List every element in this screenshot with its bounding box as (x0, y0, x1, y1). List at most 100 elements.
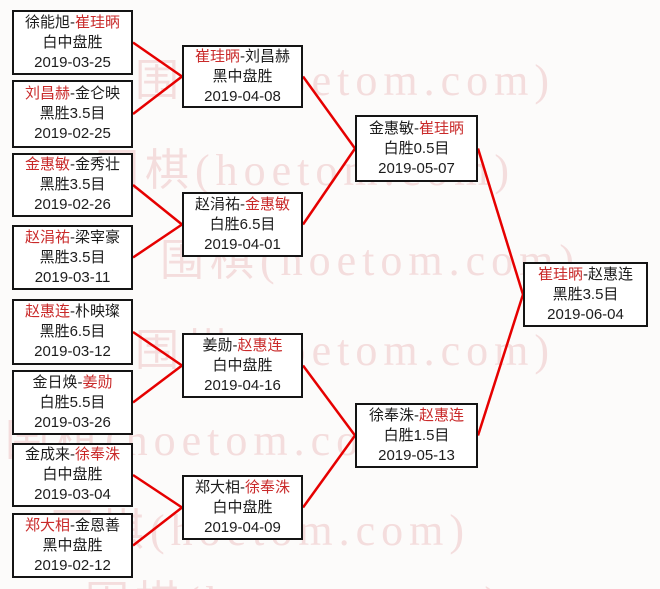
match-box: 崔珪昞-刘昌赫黑中盘胜 2019-04-08 (182, 45, 303, 108)
connector-line (476, 148, 525, 295)
match-result: 白中盘胜 (42, 33, 103, 51)
connector-line (132, 473, 183, 509)
match-date: 2019-03-25 (34, 53, 111, 71)
winner-name: 崔珪昞 (418, 119, 464, 137)
match-date: 2019-02-26 (34, 196, 111, 213)
winner-name: 刘昌赫 (24, 85, 70, 102)
connector-line (132, 223, 183, 259)
player-name: 郑大相- (194, 478, 245, 496)
match-date: 2019-03-12 (34, 343, 111, 360)
match-date: 2019-04-16 (204, 376, 281, 394)
connector-line (132, 364, 183, 404)
match-box: 徐能旭-崔珪昞白中盘胜 2019-03-25 (12, 10, 133, 75)
winner-name: 赵涓祐 (24, 228, 70, 246)
connector-line (301, 75, 357, 150)
watermark-text: 围棋(hoetom.com) (85, 566, 505, 589)
match-result: 白胜5.5目 (39, 393, 106, 411)
winner-name: 徐奉洙 (244, 478, 290, 496)
match-date: 2019-03-11 (34, 268, 111, 286)
match-result: 黑胜6.5目 (39, 323, 106, 340)
player-name: -金仑映 (70, 85, 120, 102)
winner-name: 徐奉洙 (74, 446, 120, 463)
match-players: 金惠敏-金秀壮 (25, 155, 120, 175)
match-result: 黑胜3.5目 (39, 248, 106, 266)
player-name: 徐能旭- (24, 13, 75, 31)
match-date: 2019-04-01 (204, 235, 281, 253)
winner-name: 赵惠连 (24, 303, 70, 320)
connector-line (132, 184, 183, 226)
match-players: 郑大相-徐奉洙 (195, 478, 290, 498)
player-name: 徐奉洙- (368, 406, 419, 424)
match-date: 2019-03-26 (34, 413, 111, 431)
match-date: 2019-04-08 (204, 87, 281, 105)
match-players: 崔珪昞-刘昌赫 (195, 47, 290, 67)
player-name: 姜勋- (202, 336, 238, 354)
connector-line (301, 364, 357, 437)
match-date: 2019-06-04 (547, 305, 624, 323)
match-box: 刘昌赫-金仑映黑胜3.5目 2019-02-25 (12, 80, 133, 148)
match-result: 黑胜3.5目 (552, 285, 619, 303)
match-date: 2019-03-04 (34, 486, 111, 503)
match-date: 2019-02-12 (34, 556, 111, 574)
match-result: 白中盘胜 (42, 466, 103, 483)
match-box: 赵惠连-朴映璨黑胜6.5目 2019-03-12 (12, 299, 133, 365)
connector-line (476, 294, 525, 436)
winner-name: 赵惠连 (237, 336, 283, 354)
winner-name: 金惠敏 (24, 156, 70, 173)
match-players: 徐奉洙-赵惠连 (369, 406, 464, 426)
match-players: 赵涓祐-梁宰豪 (25, 228, 120, 248)
match-players: 金成来-徐奉洙 (25, 445, 120, 465)
match-players: 赵惠连-朴映璨 (25, 302, 120, 322)
player-name: 金成来- (24, 446, 75, 463)
connector-line (132, 41, 183, 78)
match-result: 黑胜3.5目 (39, 105, 106, 122)
match-players: 金惠敏-崔珪昞 (369, 119, 464, 139)
player-name: -梁宰豪 (70, 228, 120, 246)
match-players: 崔珪昞-赵惠连 (538, 265, 633, 285)
connector-line (132, 75, 183, 115)
match-date: 2019-02-25 (34, 125, 111, 142)
player-name: -金秀壮 (70, 156, 120, 173)
match-date: 2019-05-13 (378, 446, 455, 464)
connector-line (301, 434, 357, 509)
player-name: -赵惠连 (583, 265, 633, 283)
match-players: 赵涓祐-金惠敏 (195, 195, 290, 215)
connector-line (301, 147, 357, 226)
winner-name: 姜勋 (82, 373, 113, 391)
player-name: -金恩善 (70, 516, 120, 534)
player-name: 金日焕- (32, 373, 83, 391)
match-result: 黑中盘胜 (212, 67, 273, 85)
match-result: 白中盘胜 (212, 498, 273, 516)
winner-name: 崔珪昞 (74, 13, 120, 31)
match-date: 2019-04-09 (204, 518, 281, 536)
winner-name: 金惠敏 (244, 195, 290, 213)
match-result: 白胜6.5目 (209, 215, 276, 233)
match-result: 白胜1.5目 (383, 426, 450, 444)
match-box: 郑大相-金恩善黑中盘胜 2019-02-12 (12, 513, 133, 578)
match-result: 黑中盘胜 (42, 536, 103, 554)
connector-line (132, 330, 183, 367)
match-result: 白胜0.5目 (383, 139, 450, 157)
winner-name: 崔珪昞 (537, 265, 583, 283)
match-date: 2019-05-07 (378, 159, 455, 177)
match-result: 白中盘胜 (212, 356, 273, 374)
player-name: 金惠敏- (368, 119, 419, 137)
match-players: 金日焕-姜勋 (32, 373, 112, 393)
winner-name: 崔珪昞 (194, 47, 240, 65)
player-name: 赵涓祐- (194, 195, 245, 213)
winner-name: 赵惠连 (418, 406, 464, 424)
match-result: 黑胜3.5目 (39, 176, 106, 193)
match-players: 姜勋-赵惠连 (202, 336, 282, 356)
winner-name: 郑大相 (24, 516, 70, 534)
